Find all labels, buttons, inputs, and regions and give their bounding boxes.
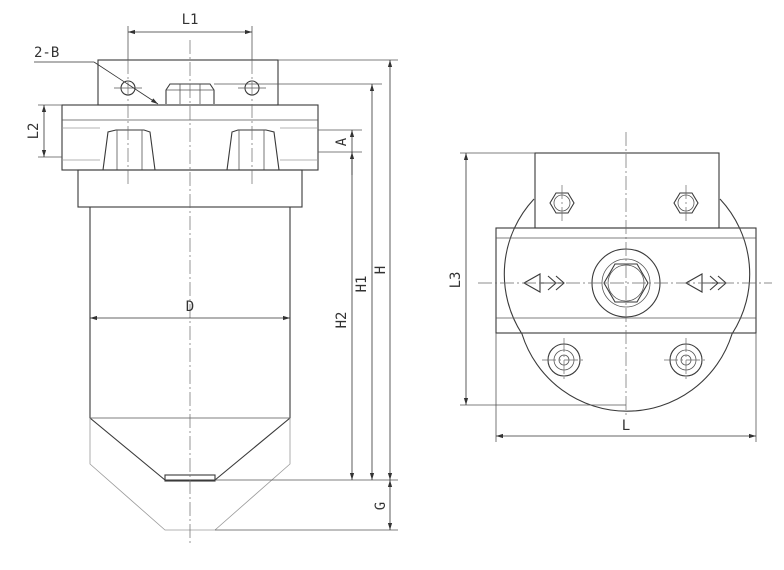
label-h2: H2	[334, 312, 350, 329]
label-h1: H1	[354, 276, 370, 293]
inner-port-left	[102, 129, 156, 171]
label-d: D	[186, 299, 194, 315]
label-h: H	[373, 266, 389, 274]
label-l1: L1	[182, 12, 199, 28]
side-view	[478, 132, 772, 415]
side-view-dimensions	[460, 152, 757, 442]
front-view	[61, 40, 319, 545]
label-l2: L2	[26, 123, 42, 140]
round-flange	[503, 198, 751, 412]
side-bracket	[534, 152, 720, 229]
front-view-dimensions	[34, 26, 398, 531]
label-a: A	[334, 137, 350, 146]
label-g: G	[373, 502, 389, 510]
label-2-b: 2-B	[34, 45, 59, 61]
label-l3: L3	[448, 272, 464, 289]
inner-port-right	[226, 129, 280, 171]
dimension-labels: L1 2-B L2 A D H2 H1 H G L3 L	[26, 12, 630, 510]
label-l: L	[622, 418, 630, 434]
center-hex-nut	[603, 263, 649, 303]
